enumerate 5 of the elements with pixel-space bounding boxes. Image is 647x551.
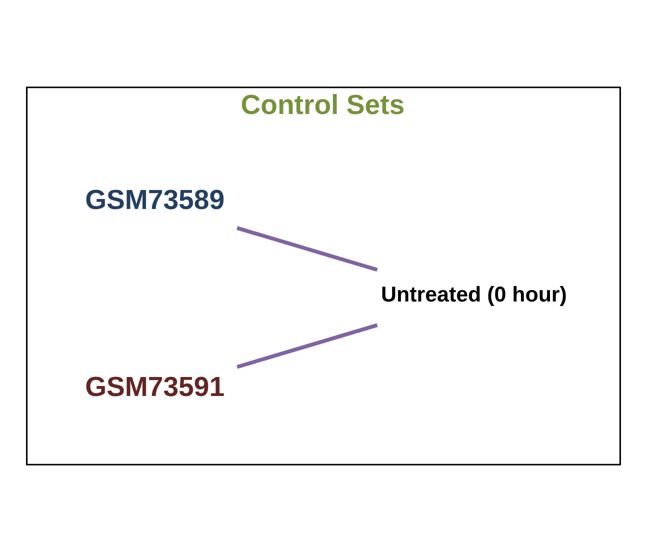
- node-text: GSM73591: [85, 370, 225, 402]
- node-text: Untreated (0 hour): [381, 282, 567, 306]
- node-text: GSM73589: [85, 184, 225, 215]
- connector: [236, 226, 378, 272]
- connector: [236, 322, 378, 368]
